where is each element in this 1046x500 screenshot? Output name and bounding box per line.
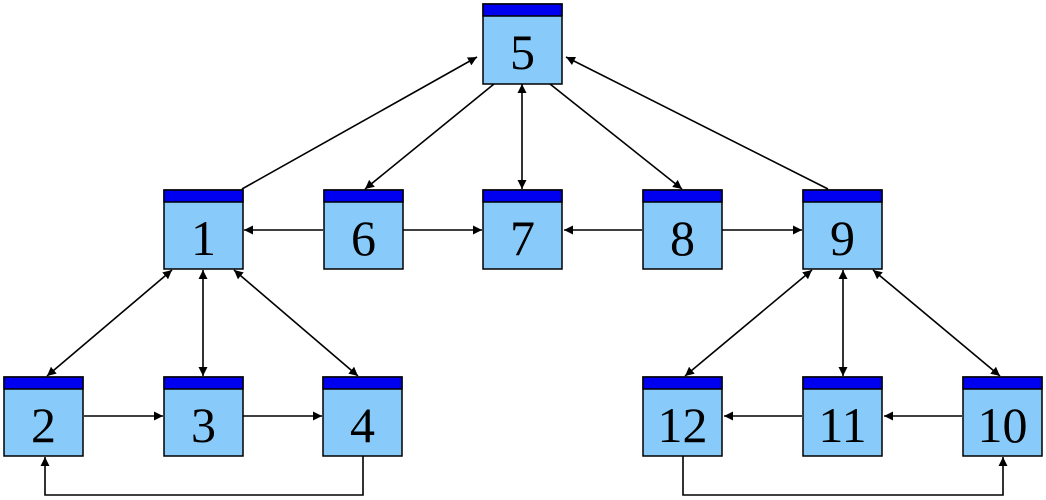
node-1-label: 1 <box>191 210 216 266</box>
edge-layer <box>40 56 1008 496</box>
node-9-label: 9 <box>830 210 855 266</box>
node-5-label: 5 <box>510 24 535 80</box>
edge-9-to-12 <box>684 269 813 377</box>
node-6[interactable]: 6 <box>323 189 404 270</box>
node-8-label: 8 <box>670 210 695 266</box>
node-11[interactable]: 11 <box>802 376 883 457</box>
node-4[interactable]: 4 <box>322 376 403 457</box>
node-6-label: 6 <box>351 210 376 266</box>
node-2-label: 2 <box>31 397 56 453</box>
edge-4-to-2 <box>40 456 364 496</box>
edge-5-to-8 <box>549 83 683 190</box>
node-10[interactable]: 10 <box>962 376 1043 457</box>
edge-9-to-5 <box>565 56 829 190</box>
edge-12-to-10 <box>682 456 1008 496</box>
node-3[interactable]: 3 <box>163 376 244 457</box>
edge-1-to-2 <box>46 269 173 377</box>
node-11-label: 11 <box>818 397 866 453</box>
node-4-label: 4 <box>350 397 375 453</box>
node-7-label: 7 <box>510 210 535 266</box>
node-5[interactable]: 5 <box>482 3 563 85</box>
node-10-label: 10 <box>978 397 1028 453</box>
node-9[interactable]: 9 <box>802 189 883 270</box>
node-12-label: 12 <box>658 397 708 453</box>
edge-9-to-10 <box>872 269 1001 377</box>
edge-5-to-6 <box>364 83 495 190</box>
node-3-label: 3 <box>191 397 216 453</box>
node-8[interactable]: 8 <box>642 189 723 270</box>
edge-1-to-4 <box>233 269 359 377</box>
node-layer: 5 1 6 7 8 9 <box>3 3 1043 457</box>
node-12[interactable]: 12 <box>642 376 723 457</box>
node-1[interactable]: 1 <box>163 189 244 270</box>
edge-1-to-5 <box>241 56 478 190</box>
node-7[interactable]: 7 <box>482 189 563 270</box>
node-2[interactable]: 2 <box>3 376 84 457</box>
